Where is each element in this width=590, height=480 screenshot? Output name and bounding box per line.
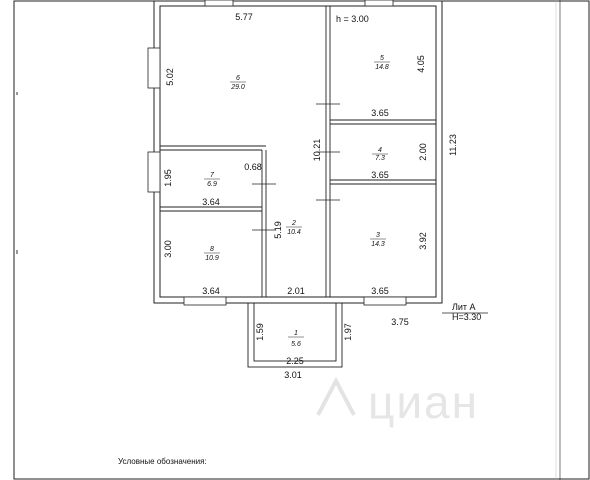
dim-corridor-width: 2.01 [287,286,305,296]
dim-room8-width: 3.64 [202,286,220,296]
outer-walls [153,0,443,304]
legend-title: Условные обозначения: [118,457,207,466]
dim-right-offset: 3.75 [391,317,409,327]
dim-porch-inner: 2.25 [286,356,304,366]
lit-label: Лит А [452,302,476,312]
scan-speck [16,250,18,254]
interior-walls [160,6,436,297]
height-note: h = 3.00 [336,14,369,24]
dim-room7-width: 3.64 [202,197,220,207]
window-top-right [364,0,394,7]
room-2-label: 2 10.4 [286,220,302,236]
dim-room7-gap: 0.68 [244,162,262,172]
room-number: 4 [378,147,382,154]
dim-room4-height: 2.00 [418,143,428,161]
room-6-label: 6 29.0 [230,75,246,91]
room-7-label: 7 6.9 [204,172,220,188]
sheet-frame [13,0,590,480]
room-number: 2 [291,220,296,227]
room-number: 3 [376,232,380,239]
room-number: 8 [210,246,214,253]
dim-room7-height: 1.95 [163,169,173,187]
room-number: 6 [236,75,240,82]
door-marks [252,103,340,231]
dim-room3-height: 3.92 [418,232,428,250]
room-area: 10.4 [287,229,301,236]
window-top-left [204,0,234,7]
room-number: 1 [294,330,298,337]
dimension-labels: 5.77 h = 3.00 5.02 4.05 3.65 11.23 10.21… [163,12,481,380]
room-area: 10.9 [205,255,219,262]
room-number: 5 [380,55,384,62]
dim-room2-height: 5.19 [273,221,283,239]
scan-speck [16,92,18,95]
porch [247,302,343,368]
window-left-room6 [147,47,161,89]
room-8-label: 8 10.9 [204,246,220,262]
window-left-room7 [147,151,161,193]
room-number: 7 [210,172,215,179]
room-area: 7.3 [375,155,385,162]
room-5-label: 5 14.8 [374,55,390,71]
window-bottom-right [363,296,407,306]
room-1-label: 1 5.6 [288,330,304,348]
room-area: 5.6 [291,341,301,348]
watermark: циан [316,376,479,428]
room-4-label: 4 7.3 [372,147,388,162]
room-area: 6.9 [207,181,217,188]
windows [147,0,407,306]
dim-room4-width: 3.65 [371,170,389,180]
dim-porch-left: 1.59 [255,323,265,341]
window-bottom-left [183,296,227,306]
room-labels: 6 29.0 5 14.8 4 7.3 7 6.9 2 10.4 3 14.3 [204,55,390,348]
dim-room3-width: 3.65 [371,286,389,296]
room-area: 14.8 [375,64,389,71]
dim-top-width: 5.77 [235,12,253,22]
dim-room8-height: 3.00 [163,240,173,258]
watermark-text: циан [368,376,479,428]
dim-corridor-height: 10.21 [312,139,322,162]
dim-room5-width: 3.65 [371,108,389,118]
dim-total-height: 11.23 [448,134,458,156]
dim-porch-right: 1.97 [343,323,353,341]
room-area: 14.3 [371,241,385,248]
dim-porch-outer: 3.01 [284,370,302,380]
dim-left-room6: 5.02 [165,68,175,86]
dim-room5-height: 4.05 [416,55,426,73]
room-area: 29.0 [230,84,245,91]
room-3-label: 3 14.3 [370,232,386,248]
lit-height: Н=3.30 [452,312,481,322]
